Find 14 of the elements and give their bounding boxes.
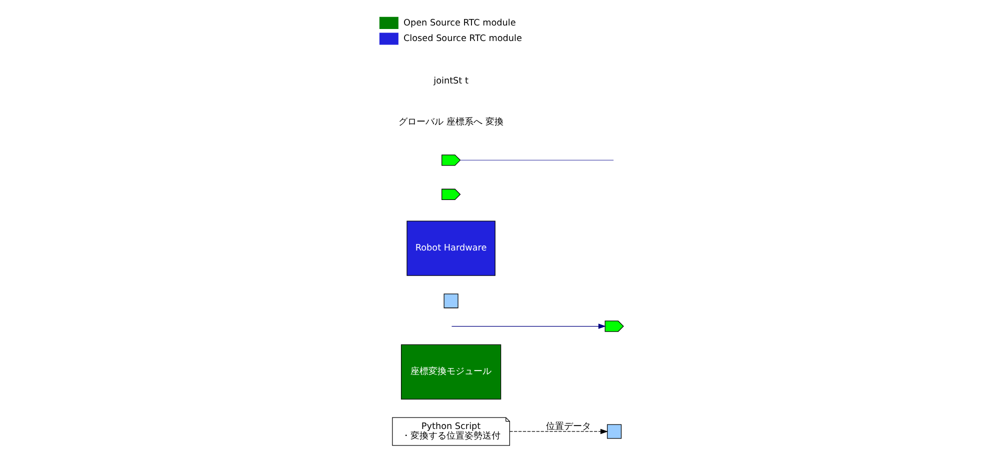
label: グローバル 座標系へ 変換 [398, 117, 503, 128]
edge-label: 位置データ [545, 422, 590, 432]
node-chevron [441, 188, 460, 200]
node-box: Robot Hardware [406, 220, 495, 276]
node-chevron [441, 154, 460, 166]
node-box: 座標変換モジュール [400, 344, 501, 400]
node-chevron [604, 320, 624, 332]
arrow [508, 428, 608, 434]
arrow [450, 324, 606, 329]
legend-label: Closed Source RTC module [403, 34, 522, 44]
node-box [443, 294, 458, 308]
label: jointSt t [433, 76, 468, 86]
legend-label: Open Source RTC module [403, 18, 516, 28]
node-box [606, 424, 622, 439]
